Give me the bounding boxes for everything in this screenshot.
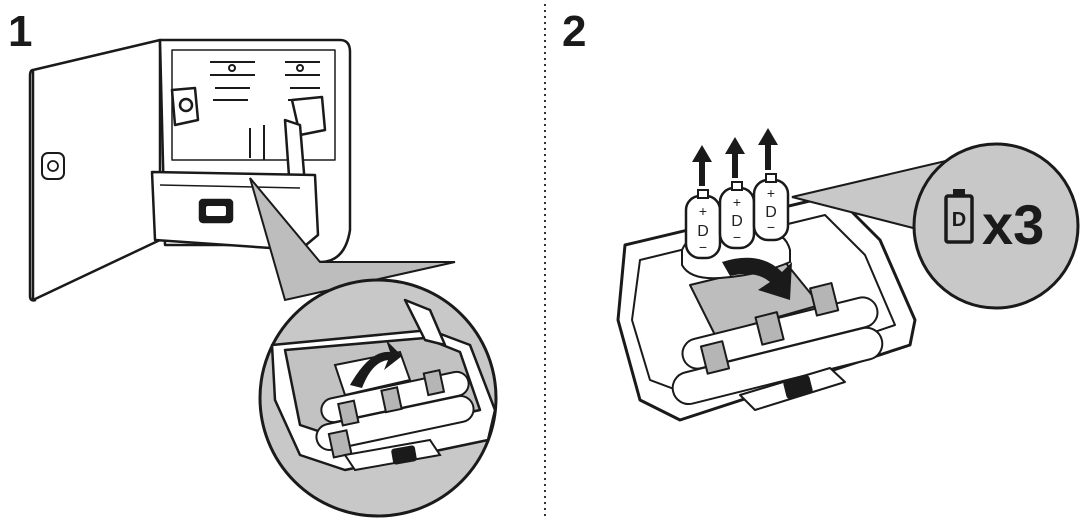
battery-2: + D − bbox=[718, 181, 756, 250]
up-arrow-2 bbox=[725, 137, 745, 178]
battery-2-letter: D bbox=[731, 213, 743, 230]
magnifier-circle-step1 bbox=[258, 278, 498, 518]
remove-arrows bbox=[692, 128, 778, 186]
battery-3-minus: − bbox=[767, 219, 775, 235]
battery-1-letter: D bbox=[697, 223, 709, 240]
open-flap-arrow bbox=[350, 340, 402, 388]
up-arrow-1 bbox=[692, 145, 712, 186]
battery-3-letter: D bbox=[765, 204, 777, 221]
callout-battery-letter: D bbox=[952, 209, 966, 231]
up-arrow-3 bbox=[758, 128, 778, 170]
step-2-number: 2 bbox=[562, 7, 586, 56]
battery-3: + D − bbox=[752, 173, 790, 242]
battery-icon: D bbox=[944, 189, 974, 244]
battery-1-plus: + bbox=[699, 203, 707, 219]
battery-1-minus: − bbox=[699, 239, 707, 255]
battery-count-callout: D x3 bbox=[912, 142, 1080, 310]
insert-arrow bbox=[722, 257, 792, 300]
battery-2-minus: − bbox=[733, 229, 741, 245]
battery-2-plus: + bbox=[733, 194, 741, 210]
dispenser-cover-open bbox=[28, 38, 162, 302]
battery-quantity: x3 bbox=[982, 193, 1044, 256]
battery-1: + D − bbox=[684, 189, 722, 260]
step-2-panel: 2 + D − bbox=[562, 7, 1080, 422]
battery-3-plus: + bbox=[767, 185, 775, 201]
magnifier-beam bbox=[249, 177, 456, 302]
step-1-panel: 1 bbox=[8, 7, 498, 518]
step-1-number: 1 bbox=[8, 7, 32, 56]
dispenser-housing bbox=[150, 38, 352, 264]
